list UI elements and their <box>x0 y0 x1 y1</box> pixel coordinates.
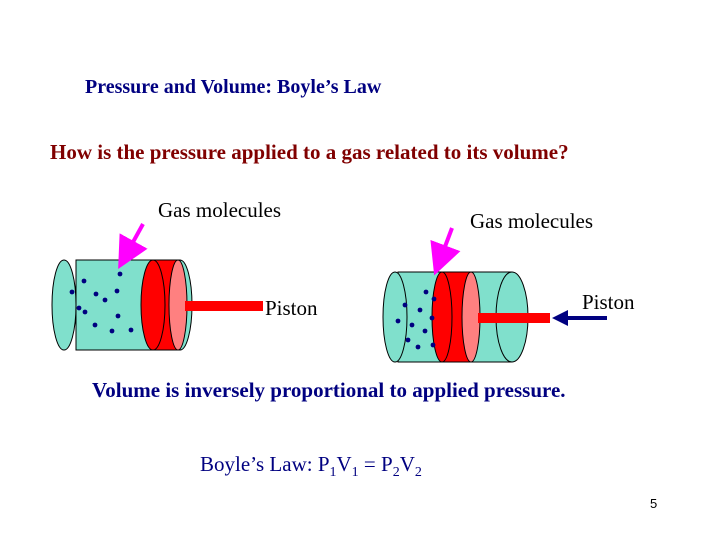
cylinder-large-volume <box>51 223 263 351</box>
piston-label-1: Piston <box>265 296 318 320</box>
law-sub-1: 1 <box>329 465 337 481</box>
gas-molecules-label-1: Gas molecules <box>158 198 282 222</box>
cylinder-small-volume <box>382 227 607 363</box>
cylinder-end-1 <box>51 259 77 351</box>
gas-molecules-1 <box>69 271 134 334</box>
law-sub-4: 2 <box>414 465 422 481</box>
law-v1: V <box>336 452 352 476</box>
gas-molecules-2 <box>395 289 437 350</box>
slide-title: Pressure and Volume: Boyle’s Law <box>85 76 382 98</box>
law-v2: V <box>399 452 415 476</box>
question-text: How is the pressure applied to a gas rel… <box>50 140 569 164</box>
law-sub-2: 1 <box>351 465 359 481</box>
piston-rear-1 <box>168 259 188 351</box>
law-prefix: Boyle’s Law: P <box>200 452 330 476</box>
piston-face-1 <box>140 259 166 351</box>
gas-molecules-label-2: Gas molecules <box>470 209 594 233</box>
law-sub-3: 2 <box>392 465 400 481</box>
piston-face-2 <box>431 271 453 363</box>
boyles-law-equation: Boyle’s Law: P1V1 = P2V2 <box>200 452 422 481</box>
piston-label-2: Piston <box>582 290 635 314</box>
cylinder-end-2 <box>382 271 408 363</box>
page-number: 5 <box>650 496 658 511</box>
inverse-proportion-statement: Volume is inversely proportional to appl… <box>92 378 566 402</box>
force-arrow <box>552 310 607 326</box>
law-eq: = P <box>358 452 393 476</box>
piston-rod-1 <box>185 301 263 311</box>
piston-rod-2 <box>478 313 550 323</box>
piston-rear-2 <box>461 271 481 363</box>
pointer-arrow-2 <box>430 227 461 276</box>
pointer-arrow-1 <box>118 223 148 270</box>
